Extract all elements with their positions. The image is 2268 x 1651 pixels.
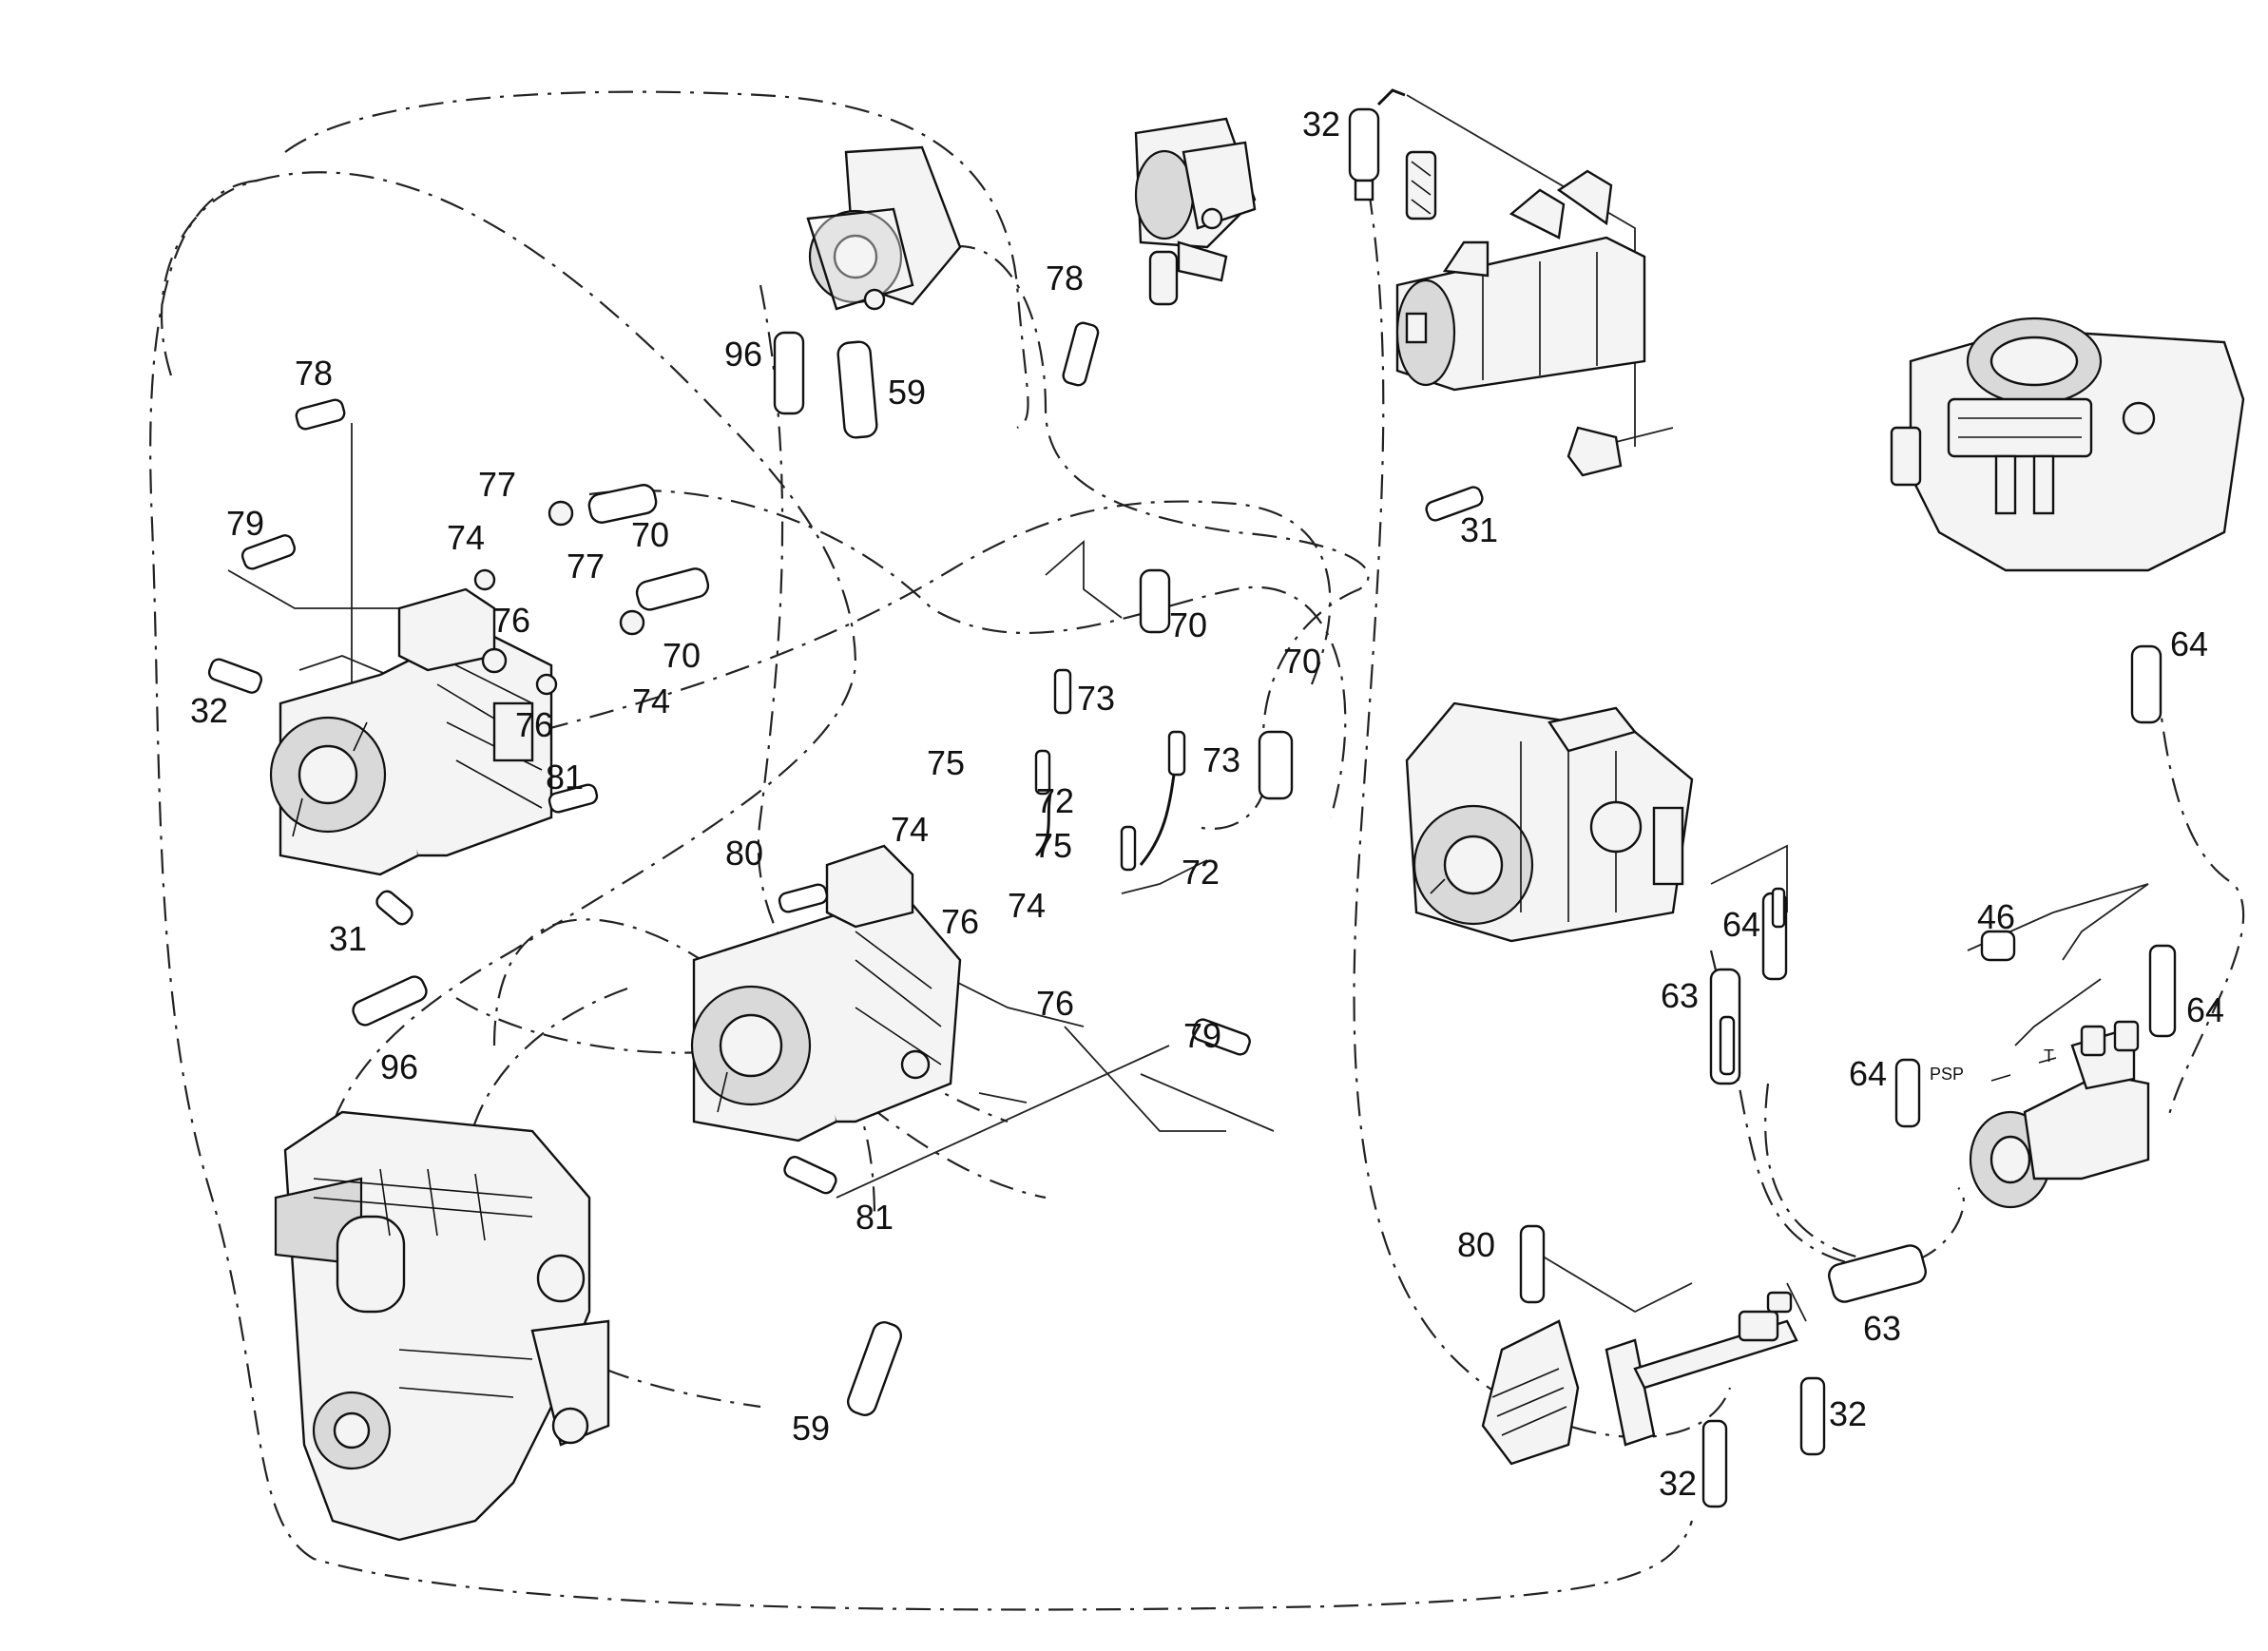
route-right-lower [1764, 1083, 1902, 1266]
callout-63-b: 63 [1863, 1309, 1901, 1348]
callout-64-a: 64 [1722, 905, 1760, 944]
callout-72-b: 72 [1182, 853, 1220, 892]
transmission-gearbox-icon [274, 1110, 610, 1542]
route-middle-s [313, 500, 1332, 791]
callout-59-top: 59 [888, 373, 926, 412]
routing-lines [149, 90, 2245, 1611]
callout-32-b: 32 [1829, 1394, 1867, 1433]
callout-59-bot: 59 [792, 1409, 830, 1448]
callout-70-a: 70 [631, 515, 669, 554]
callout-63-a: 63 [1661, 976, 1699, 1015]
brake-valve-icon: PSP T [1930, 1020, 2150, 1209]
route-right-main [1353, 189, 1732, 1439]
callout-76-a: 76 [492, 601, 530, 640]
port-psp-label: PSP [1930, 1065, 1964, 1084]
tandem-pump-icon [1395, 150, 1646, 477]
callout-78-top: 78 [1046, 259, 1084, 298]
callout-76-c: 76 [941, 902, 979, 941]
callout-79-right: 79 [1183, 1016, 1221, 1055]
callout-96-bot: 96 [380, 1047, 418, 1086]
route-center-down [757, 284, 1009, 1123]
callout-75-a: 75 [927, 743, 965, 782]
callout-70-b: 70 [663, 636, 701, 675]
callout-80-a: 80 [725, 834, 763, 873]
port-t-label: T [2044, 1046, 2054, 1065]
callout-64-b: 64 [2186, 990, 2224, 1029]
hose-icon [207, 88, 2177, 1508]
callout-73-a: 73 [1077, 679, 1115, 718]
route-mid-wave [588, 490, 1347, 818]
control-valve-block-icon [1890, 317, 2245, 572]
callout-70-d: 70 [1283, 642, 1321, 681]
callout-32-c: 32 [1659, 1464, 1697, 1503]
callout-81-a: 81 [546, 758, 584, 797]
callout-64-c: 64 [1849, 1054, 1887, 1093]
route-big-loop [284, 90, 1029, 429]
callout-78-left: 78 [295, 354, 333, 393]
route-pump-loop [950, 245, 1370, 830]
callout-labels: 32 78 96 59 31 64 78 79 77 74 70 77 76 7… [190, 105, 2224, 1503]
route-right-loop [2156, 683, 2245, 1123]
callout-77-a: 77 [478, 465, 516, 504]
gear-pump-icon [806, 145, 962, 311]
hydraulic-motor-center-icon [690, 844, 962, 1142]
callout-96-top: 96 [724, 335, 762, 374]
callout-81-b: 81 [855, 1198, 894, 1237]
callout-70-c: 70 [1169, 605, 1207, 644]
callout-32-left: 32 [190, 691, 228, 730]
callout-64-top: 64 [2170, 624, 2208, 663]
callout-32-top: 32 [1302, 105, 1340, 144]
callout-31-left: 31 [329, 919, 367, 958]
leader-lines [227, 94, 2149, 1322]
route-lower-right [1709, 950, 1965, 1268]
callout-74-b: 74 [632, 682, 670, 720]
axial-piston-pump-icon [1405, 701, 1694, 943]
callout-31-right: 31 [1460, 510, 1498, 549]
gear-pump-small-icon [1134, 117, 1257, 306]
hydraulic-motor-left-icon [269, 587, 553, 876]
callout-74-a: 74 [447, 518, 485, 557]
route-left-main [149, 179, 1694, 1611]
callout-73-b: 73 [1202, 740, 1240, 779]
pedal-valve-icon [1481, 1291, 1798, 1466]
callout-46: 46 [1977, 897, 2015, 936]
callout-80-b: 80 [1457, 1225, 1495, 1264]
callout-72-a: 72 [1036, 781, 1074, 820]
callout-77-b: 77 [567, 547, 605, 586]
callout-75-b: 75 [1034, 826, 1072, 865]
callout-76-b: 76 [515, 705, 553, 744]
callout-74-d: 74 [1008, 886, 1046, 925]
callout-74-c: 74 [891, 810, 929, 849]
route-lower-mid [492, 918, 1047, 1200]
callout-76-d: 76 [1036, 984, 1074, 1023]
callout-79-left: 79 [226, 504, 264, 543]
